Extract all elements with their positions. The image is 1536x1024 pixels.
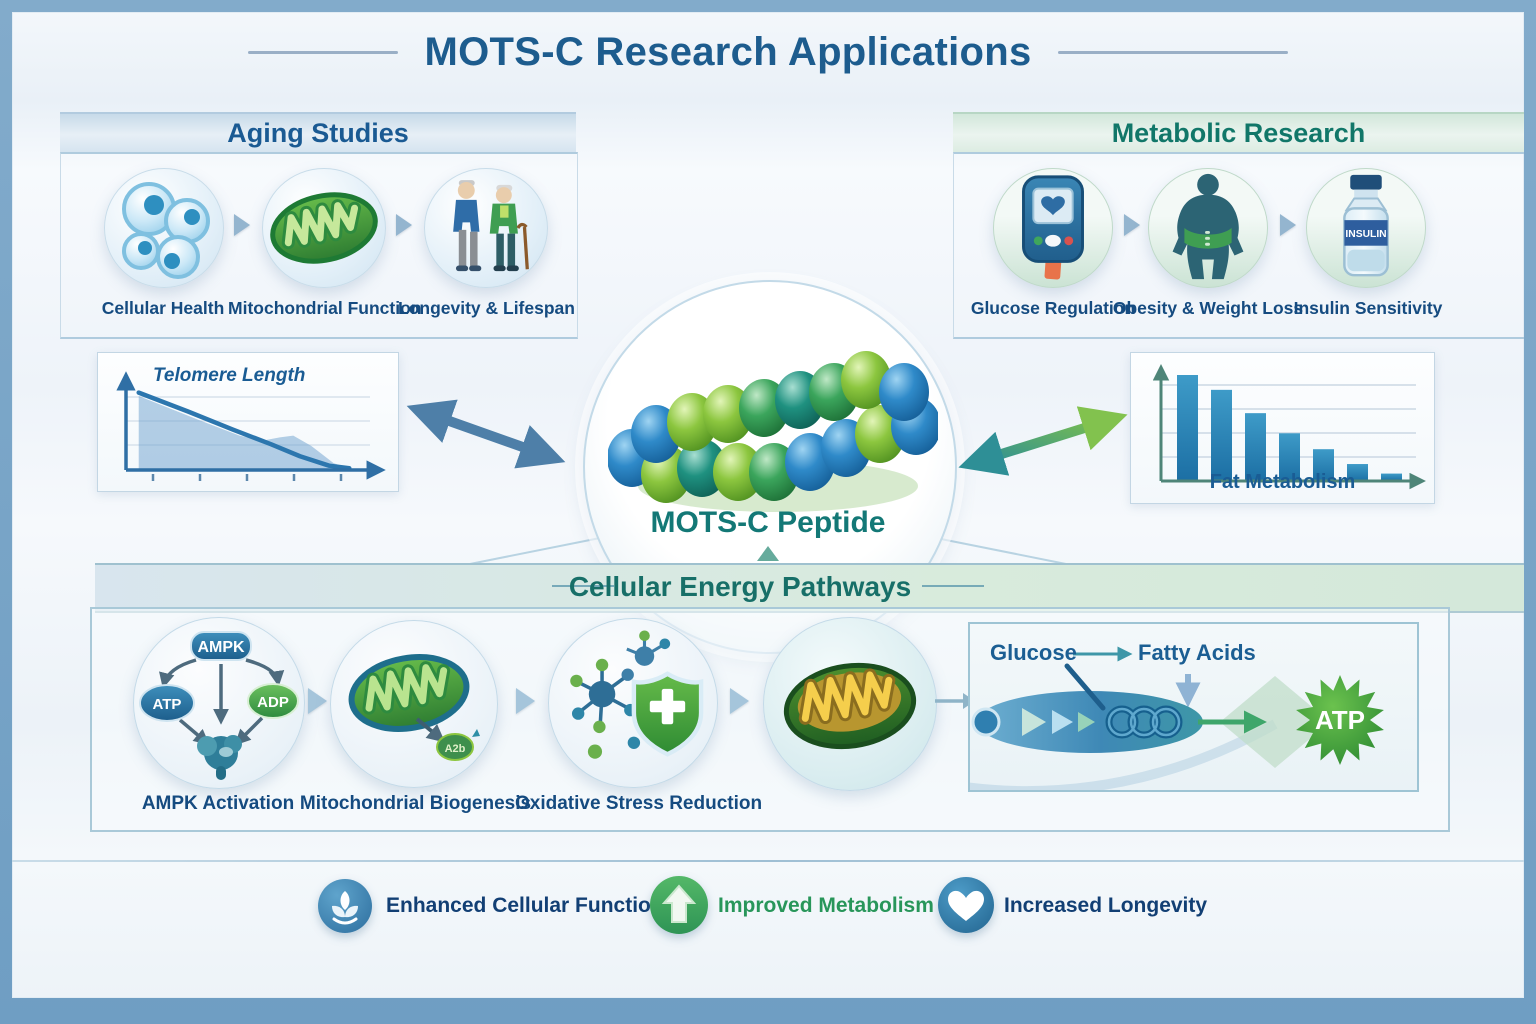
heart-icon xyxy=(948,890,984,921)
insulin-vial-label: INSULIN xyxy=(1345,229,1386,240)
mitochondrion-plate xyxy=(262,168,386,288)
enzyme-blob-icon xyxy=(197,735,242,780)
energy-flow-panel: ATP Glucose Fatty Acids xyxy=(968,622,1419,792)
telomere-chart xyxy=(116,371,386,481)
aging-region xyxy=(60,152,578,339)
pathways-band xyxy=(95,563,1524,613)
metabolic-item-label: Glucose Regulation xyxy=(970,298,1136,318)
mitochondrion-icon xyxy=(270,192,378,264)
benefit-badge-metabolism xyxy=(650,876,708,934)
aging-item-label: Cellular Health xyxy=(101,298,225,318)
pathways-rule-left xyxy=(552,585,614,587)
elderly-couple-icon xyxy=(453,180,529,272)
aging-item-label: Longevity & Lifespan xyxy=(398,298,575,318)
telomere-chart-title: Telomere Length xyxy=(153,365,306,386)
longevity-plate xyxy=(424,168,548,288)
title-row: MOTS-C Research Applications xyxy=(0,30,1536,75)
diamond-shape xyxy=(1220,676,1330,768)
oxidative-caption: Oxidative Stress Reduction xyxy=(515,793,763,814)
peptide-chain-icon xyxy=(608,351,938,512)
pathways-rule-right xyxy=(922,585,984,587)
aging-item-label: Mitochondrial Function xyxy=(228,298,422,318)
chevron-right-icon xyxy=(730,688,749,714)
atp-node-label: ATP xyxy=(153,696,182,713)
metabolic-item-label: Insulin Sensitivity xyxy=(1293,298,1443,318)
fat-metabolism-chart xyxy=(1152,364,1426,490)
chevron-right-icon xyxy=(308,688,327,714)
benefit-label-longevity: Increased Longevity xyxy=(1004,894,1208,917)
biogenesis-plate: A2b xyxy=(330,620,498,788)
title-rule-right xyxy=(1057,51,1288,54)
fat-metabolism-chart-title: Fat Metabolism xyxy=(1209,471,1356,493)
adp-node-label: ADP xyxy=(257,694,289,711)
ampk-diagram-icon: AMPK ATP ADP xyxy=(139,631,299,780)
energy-flow-diagram: ATP xyxy=(970,646,1384,790)
benefit-label-metabolism: Improved Metabolism xyxy=(718,894,934,917)
glucose-label: Glucose xyxy=(990,640,1077,665)
fat-metabolism-chart-panel: Fat Metabolism xyxy=(1130,352,1435,504)
chevron-right-icon xyxy=(1280,214,1296,236)
metabolic-item-label: Obesity & Weight Loss xyxy=(1112,298,1304,318)
oxidative-stress-shield-icon xyxy=(570,630,704,759)
aging-studies-header: Aging Studies xyxy=(60,112,576,154)
biogenesis-badge: A2b xyxy=(445,743,466,755)
fatty-acids-label: Fatty Acids xyxy=(1138,640,1256,665)
glucose-meter-plate xyxy=(993,168,1113,288)
peptide-label: MOTS-C Peptide xyxy=(650,506,886,539)
energy-mito-plate xyxy=(763,617,937,791)
atp-starburst-label: ATP xyxy=(1315,705,1365,735)
metabolic-region xyxy=(953,152,1524,339)
ampk-caption: AMPK Activation xyxy=(141,793,295,814)
double-arrow-left-icon xyxy=(406,399,566,469)
chevron-right-icon xyxy=(396,214,412,236)
telomere-chart-panel: Telomere Length xyxy=(97,352,399,492)
benefit-badge-cellular xyxy=(318,879,372,933)
leaf-icon xyxy=(332,891,358,925)
footer-divider xyxy=(12,860,1524,862)
up-triangle-icon xyxy=(757,546,779,561)
mitochondrion-energy-icon xyxy=(783,662,917,750)
chevron-right-icon xyxy=(1124,214,1140,236)
chevron-right-icon xyxy=(234,214,250,236)
metabolic-research-header: Metabolic Research xyxy=(953,112,1524,154)
biogenesis-caption: Mitochondrial Biogenesis xyxy=(299,793,532,814)
title-rule-left xyxy=(248,51,399,54)
ampk-plate: AMPK ATP ADP xyxy=(133,617,305,789)
chevron-right-icon xyxy=(516,688,535,714)
glucose-meter-icon xyxy=(1022,175,1084,280)
obesity-plate xyxy=(1148,168,1268,288)
insulin-vial-icon: INSULIN xyxy=(1343,174,1389,277)
ampk-node-label: AMPK xyxy=(197,639,245,656)
atp-starburst xyxy=(1296,675,1384,765)
page-title: MOTS-C Research Applications xyxy=(424,30,1032,74)
benefit-label-cellular: Enhanced Cellular Function xyxy=(386,894,664,917)
pathways-header: Cellular Energy Pathways xyxy=(568,571,912,602)
benefit-badge-longevity xyxy=(938,877,994,933)
oxidative-plate xyxy=(548,618,718,788)
up-arrow-icon xyxy=(661,884,697,923)
cells-icon xyxy=(122,182,210,279)
cells-plate xyxy=(104,168,224,288)
small-arrow-icon xyxy=(472,729,480,737)
obese-body-icon xyxy=(1172,173,1244,280)
double-arrow-right-icon xyxy=(958,406,1128,476)
mitochondrial-biogenesis-icon: A2b xyxy=(348,654,480,761)
insulin-plate: INSULIN xyxy=(1306,168,1426,288)
